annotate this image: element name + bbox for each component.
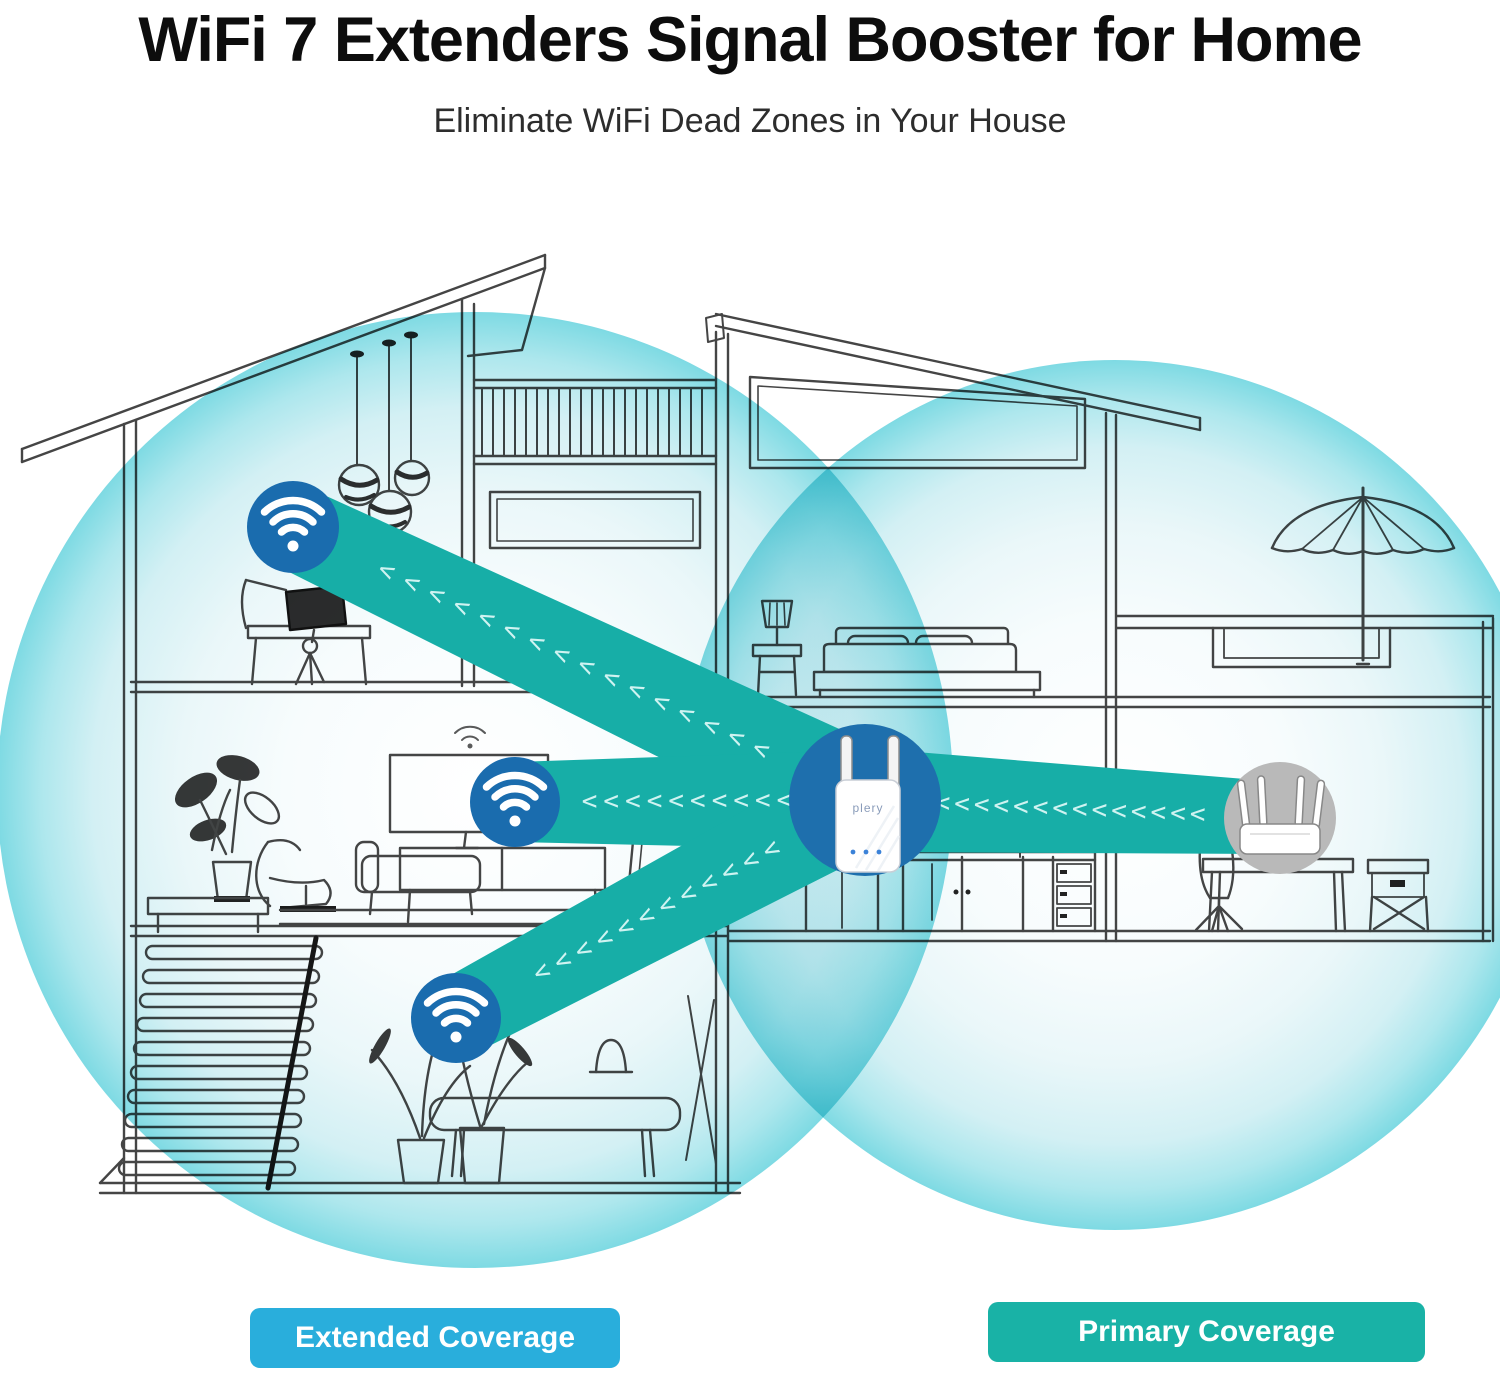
page-title: WiFi 7 Extenders Signal Booster for Home — [138, 5, 1362, 75]
signal-beam-bottom — [437, 755, 889, 1054]
signal-beam-router — [862, 748, 1282, 854]
beam-chevrons-middle: <<<<<<<<<< — [582, 785, 799, 816]
primary-coverage-label: Primary Coverage — [1078, 1315, 1335, 1348]
wifi-node-middle — [470, 757, 560, 847]
primary-coverage-badge: Primary Coverage — [988, 1302, 1425, 1362]
extended-coverage-badge: Extended Coverage — [250, 1308, 620, 1368]
router-body — [1239, 823, 1321, 855]
wifi-node-top — [247, 481, 339, 573]
router-device — [1224, 762, 1336, 874]
extender-brand-label: plery — [852, 801, 883, 815]
wifi-node-bottom — [411, 973, 501, 1063]
extender-body — [835, 779, 901, 873]
extended-coverage-label: Extended Coverage — [294, 1321, 576, 1354]
wifi-extender-device: plery — [789, 724, 941, 876]
page-subtitle: Eliminate WiFi Dead Zones in Your House — [433, 102, 1067, 140]
